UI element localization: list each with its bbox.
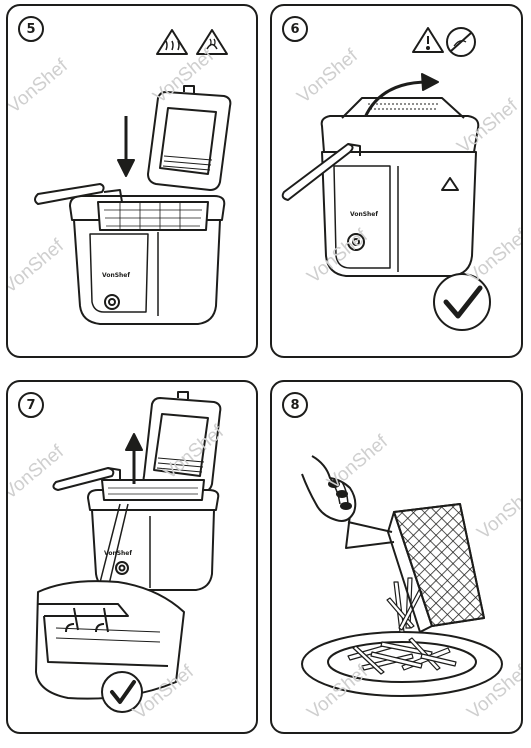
step-number-6: 6 [282,16,308,42]
lift-basket-illustration [35,391,222,713]
step-number-5: 5 [18,16,44,42]
steam-warning-icon [196,29,228,55]
step-7-panel: 7 VonShef VonShef VonShef VonShef [6,380,258,734]
step-number-8: 8 [282,392,308,418]
step-8-panel: 8 VonShef VonShef VonShef VonShef [270,380,523,734]
step-6-panel: 6 VonShef VonShef VonShef VonShef VonShe… [270,4,523,358]
lower-basket-illustration [34,29,232,325]
hot-surface-warning-icon [156,29,188,55]
step-5-panel: 5 VonShef VonShef VonShef VonShef [6,4,258,358]
fryer-brand-label: VonShef [104,550,132,557]
checkmark-icon [101,671,143,713]
caution-warning-icon [412,27,444,53]
checkmark-icon [433,273,491,331]
no-touch-hot-icon [446,27,476,57]
step-number-7: 7 [18,392,44,418]
close-lid-illustration [281,27,491,331]
fryer-brand-label: VonShef [102,272,130,279]
fryer-brand-label: VonShef [350,211,378,218]
serve-fries-illustration [301,455,503,697]
